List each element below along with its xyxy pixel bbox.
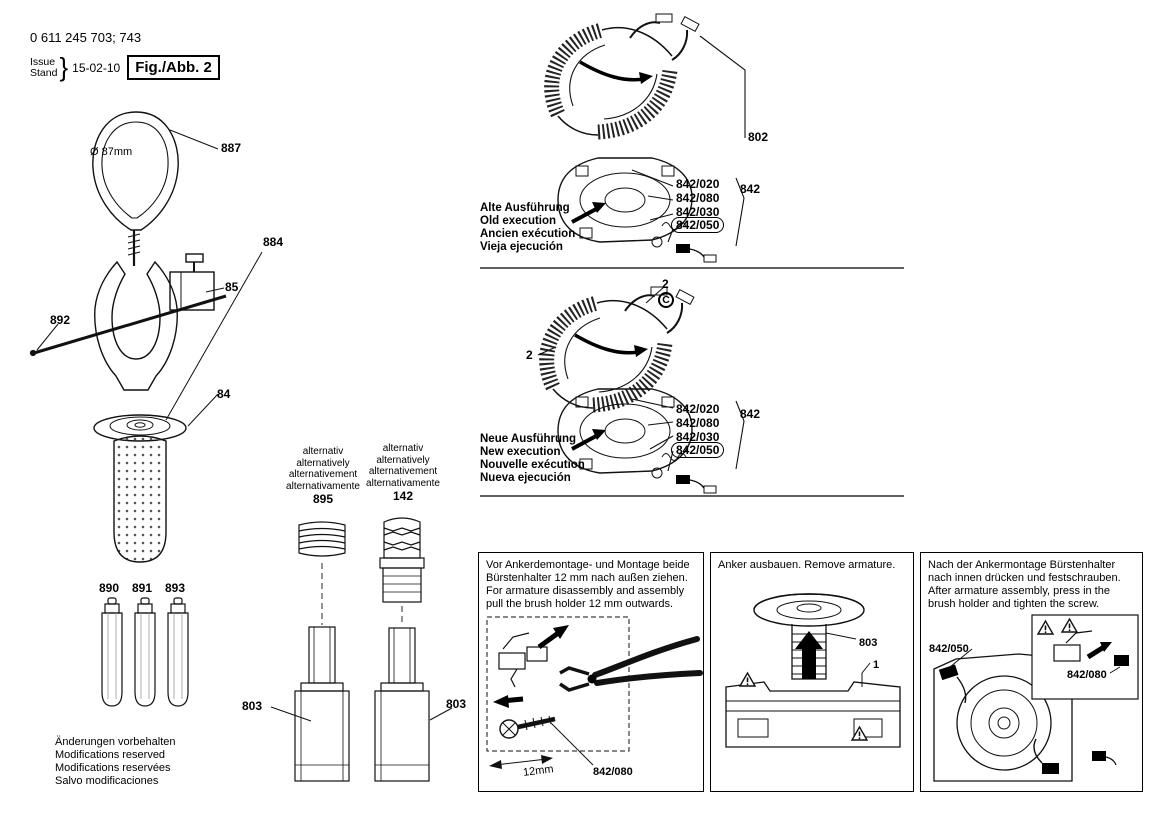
part-label-842-new: 842: [740, 407, 761, 421]
panel1-line: pull the brush holder 12 mm outwards.: [486, 598, 674, 610]
panel1-line: Vor Ankerdemontage- und Montage beide: [486, 559, 690, 571]
alt-line: alternatively: [376, 454, 430, 466]
notice-line: Änderungen vorbehalten: [55, 736, 176, 748]
part-label-842-080-old: 842/080: [676, 191, 720, 205]
alternative-block-right: alternativ alternatively alternativement…: [359, 443, 447, 503]
part-label-842-080-new: 842/080: [676, 416, 720, 430]
issue-stand-labels: Issue Stand: [30, 55, 58, 79]
brace-glyph: }: [59, 52, 69, 82]
panel3-line: After armature assembly, press in the: [928, 585, 1110, 597]
alt-line: alternativement: [368, 466, 438, 477]
part-label-803-right: 803: [446, 697, 467, 711]
part-label-892: 892: [50, 313, 71, 327]
part-label-842-020-old: 842/020: [676, 177, 720, 191]
modification-notice: Änderungen vorbehalten Modifications res…: [55, 736, 175, 788]
part-label-895: 895: [312, 492, 334, 506]
marker-c: C: [658, 292, 674, 308]
figure-label: Fig./Abb. 2: [127, 55, 220, 80]
part-label-842-050-panel3: 842/050: [929, 643, 969, 655]
panel1-line: Bürstenhalter 12 mm nach außen ziehen.: [486, 572, 688, 584]
part-label-890: 890: [99, 581, 120, 595]
stand-label: Stand: [30, 66, 58, 79]
part-label-1-panel2: 1: [873, 659, 880, 671]
part-label-893: 893: [165, 581, 186, 595]
note-panel-remove-armature: Anker ausbauen. Remove armature.: [710, 552, 914, 792]
alt-line: alternativamente: [286, 480, 360, 492]
document-part-number: 0 611 245 703; 743: [30, 30, 142, 45]
notice-line: Modifications reserved: [55, 749, 166, 761]
panel2-text: Anker ausbauen. Remove armature.: [711, 553, 913, 572]
part-label-842-030-new: 842/030: [676, 430, 720, 444]
part-label-887: 887: [221, 141, 242, 155]
old-execution-drawing: [480, 10, 904, 269]
note-panel-brush-press: Nach der Ankermontage Bürstenhalter nach…: [920, 552, 1143, 792]
part-label-842-080-panel1: 842/080: [593, 766, 633, 778]
adapter-142-and-803-drawing: [374, 517, 453, 782]
alt-line: alternativement: [288, 469, 358, 480]
panel3-line: nach innen drücken und festschrauben.: [928, 572, 1121, 584]
title-line: Vieja ejecución: [480, 241, 563, 253]
issue-block: Issue Stand } 15-02-10 Fig./Abb. 2: [30, 52, 220, 83]
part-label-2-top: 2: [662, 277, 669, 291]
part-label-842-050-old: 842/050: [671, 217, 725, 233]
part-label-142: 142: [392, 489, 414, 503]
title-line: Nouvelle exécution: [480, 459, 585, 471]
panel1-text: Vor Ankerdemontage- und Montage beide Bü…: [479, 553, 703, 611]
part-label-842-020-new: 842/020: [676, 402, 720, 416]
new-execution-titles: Neue Ausführung New execution Nouvelle e…: [480, 433, 585, 485]
diameter-label: Ø 87mm: [90, 146, 133, 158]
title-line: Neue Ausführung: [480, 433, 577, 445]
alt-line: alternatively: [296, 457, 350, 469]
title-line: Ancien exécution: [480, 228, 576, 240]
panel3-line: brush holder and tighten the screw.: [928, 598, 1100, 610]
title-line: New execution: [480, 446, 561, 458]
panel3-line: Nach der Ankermontage Bürstenhalter: [928, 559, 1116, 571]
part-label-891: 891: [132, 581, 153, 595]
grease-tubes-drawing: [101, 597, 189, 707]
part-label-884: 884: [263, 235, 284, 249]
adapter-895-and-803-drawing: [270, 521, 350, 782]
panel2-line: Anker ausbauen. Remove armature.: [718, 559, 896, 571]
part-label-84: 84: [217, 387, 231, 401]
brush-holder-pull-drawing: [486, 616, 703, 769]
brush-holder-press-drawing: [933, 614, 1139, 782]
part-label-803-panel2: 803: [859, 637, 878, 649]
new-execution-drawing: [480, 275, 904, 497]
part-label-842-old: 842: [740, 182, 761, 196]
part-label-85: 85: [225, 280, 239, 294]
part-label-842-080-panel3: 842/080: [1067, 669, 1107, 681]
alt-line: alternativamente: [366, 477, 440, 489]
handle-assembly-drawing: [29, 111, 263, 563]
alt-line: alternativ: [302, 446, 344, 457]
title-line: Nueva ejecución: [480, 472, 571, 484]
notice-line: Salvo modificaciones: [55, 775, 159, 787]
part-label-842-050-new: 842/050: [671, 442, 725, 458]
panel1-line: For armature disassembly and assembly: [486, 585, 685, 597]
title-line: Old execution: [480, 215, 557, 227]
alt-line: alternativ: [382, 443, 424, 454]
panel3-text: Nach der Ankermontage Bürstenhalter nach…: [921, 553, 1142, 611]
remove-armature-drawing: [725, 593, 901, 748]
part-label-802: 802: [748, 130, 769, 144]
old-execution-titles: Alte Ausführung Old execution Ancien exé…: [480, 202, 575, 254]
part-label-803-left: 803: [242, 699, 263, 713]
note-panel-brush-pull: Vor Ankerdemontage- und Montage beide Bü…: [478, 552, 704, 792]
title-line: Alte Ausführung: [480, 202, 570, 214]
issue-label: Issue: [30, 55, 56, 68]
part-label-842-030-old: 842/030: [676, 205, 720, 219]
notice-line: Modifications reservées: [55, 762, 171, 774]
alternative-block-left: alternativ alternatively alternativement…: [279, 446, 367, 506]
issue-date: 15-02-10: [72, 60, 121, 75]
part-label-2-left: 2: [526, 348, 533, 362]
